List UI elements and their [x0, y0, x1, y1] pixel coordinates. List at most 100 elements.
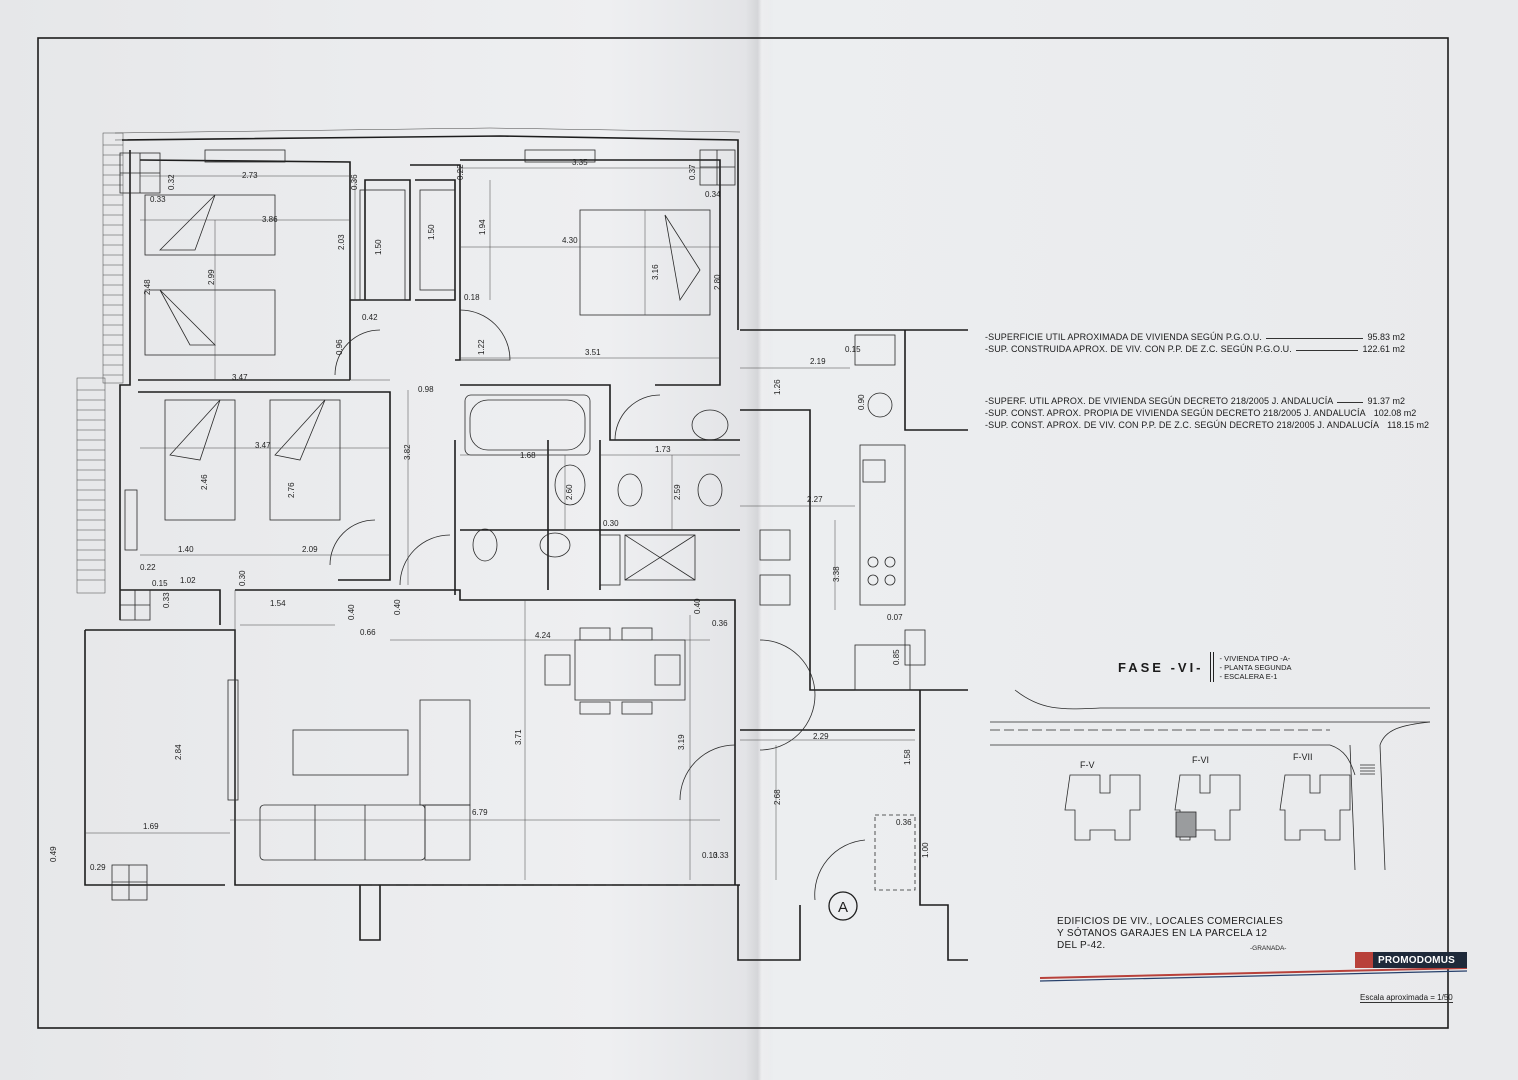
dim-label: 1.22	[477, 339, 486, 355]
dim-label: 0.32	[167, 174, 176, 190]
dim-label: 1.54	[270, 599, 286, 608]
area-value: 102.08 m2	[1373, 408, 1417, 418]
area-summary: -SUPERFICIE UTIL APROXIMADA DE VIVIENDA …	[985, 330, 1429, 430]
area-label: -SUP. CONST. APROX. DE VIV. CON P.P. DE …	[985, 420, 1380, 430]
dim-label: 1.40	[178, 545, 194, 554]
site-label-f-vii: F-VII	[1293, 752, 1313, 762]
dim-label: 2.29	[813, 732, 829, 741]
fase-line-type: - VIVIENDA TIPO -A-	[1219, 653, 1291, 663]
dim-label: 1.26	[773, 379, 782, 395]
fase-divider	[1209, 652, 1214, 682]
dim-label: 0.33	[150, 195, 166, 204]
leader-line	[1265, 338, 1364, 339]
dim-label: 1.02	[180, 576, 196, 585]
dim-label: 0.33	[713, 851, 729, 860]
scale-note: Escala aproximada = 1/50	[1360, 993, 1453, 1003]
dim-label: 2.84	[174, 744, 183, 760]
dim-label: 3.35	[572, 158, 588, 167]
site-label-f-vi: F-VI	[1192, 755, 1209, 765]
area-value: 122.61 m2	[1362, 344, 1405, 354]
living-furniture	[259, 529, 791, 861]
dim-label: 1.68	[520, 451, 536, 460]
dim-label: 0.30	[603, 519, 619, 528]
project-line-3: DEL P-42.	[1057, 940, 1106, 951]
dim-label: 0.15	[152, 579, 168, 588]
fase-details: - VIVIENDA TIPO -A- - PLANTA SEGUNDA - E…	[1220, 654, 1292, 681]
area-value: 118.15 m2	[1387, 420, 1430, 430]
dim-label: 2.48	[143, 279, 152, 295]
dim-label: 2.59	[673, 484, 682, 500]
dim-label: 1.00	[921, 842, 930, 858]
dim-label: 2.46	[200, 474, 209, 490]
dim-label: 0.34	[705, 190, 721, 199]
dim-label: 3.82	[403, 444, 412, 460]
exterior-walls	[84, 135, 968, 961]
dim-label: 2.60	[565, 484, 574, 500]
vertical-dimension-labels: 0.32 0.36 0.37 0.22 2.03 2.99 1.50 1.50 …	[49, 164, 930, 862]
bedroom-furniture	[144, 189, 711, 521]
dim-label: 0.36	[350, 174, 359, 190]
dim-label: 3.51	[585, 348, 601, 357]
project-city: -GRANADA-	[1250, 945, 1287, 952]
dim-label: 1.50	[374, 239, 383, 255]
dim-label: 0.42	[362, 313, 378, 322]
area-label: -SUPERFICIE UTIL APROXIMADA DE VIVIENDA …	[985, 332, 1262, 342]
dim-label: 0.22	[456, 164, 465, 180]
dim-label: 4.24	[535, 631, 551, 640]
dim-label: 0.22	[140, 563, 156, 572]
dim-label: 0.40	[693, 598, 702, 614]
paper-fold	[745, 0, 773, 1080]
brand-name: PROMODOMUS	[1378, 954, 1455, 966]
dim-label: 2.80	[713, 274, 722, 290]
area-row: -SUP. CONST. APROX. DE VIV. CON P.P. DE …	[985, 418, 1429, 430]
dim-label: 0.36	[712, 619, 728, 628]
site-label-f-v: F-V	[1080, 760, 1095, 770]
area-value: 95.83 m2	[1367, 332, 1405, 342]
area-row: -SUPERFICIE UTIL APROXIMADA DE VIVIENDA …	[985, 330, 1405, 342]
dim-label: 0.15	[845, 345, 861, 354]
area-row: -SUP. CONST. APROX. PROPIA DE VIVIENDA S…	[985, 406, 1416, 418]
dim-label: 0.85	[892, 649, 901, 665]
bath-fixtures	[464, 334, 926, 691]
dim-label: 6.79	[472, 808, 488, 817]
area-label: -SUP. CONSTRUIDA APROX. DE VIV. CON P.P.…	[985, 344, 1292, 354]
dim-label: 0.40	[393, 599, 402, 615]
dimension-labels: 2.73 3.35 0.33 0.34 3.86 4.30 0.42 0.18 …	[90, 158, 912, 872]
terrace-hatch	[76, 127, 741, 594]
dim-label: 3.16	[651, 264, 660, 280]
dimension-lines	[85, 167, 915, 880]
doors	[329, 309, 916, 901]
dim-label: 0.29	[90, 863, 106, 872]
unit-marker-circle	[828, 891, 858, 921]
windows	[111, 149, 736, 901]
logo-mark-icon	[1355, 952, 1373, 968]
dim-label: 0.96	[335, 339, 344, 355]
area-row: -SUP. CONSTRUIDA APROX. DE VIV. CON P.P.…	[985, 342, 1405, 354]
dim-label: 1.69	[143, 822, 159, 831]
dim-label: 2.76	[287, 482, 296, 498]
dim-label: 3.19	[677, 734, 686, 750]
dim-label: 3.38	[832, 566, 841, 582]
dim-label: 0.90	[857, 394, 866, 410]
dim-label: 0.36	[896, 818, 912, 827]
dim-label: 1.73	[655, 445, 671, 454]
area-label: -SUP. CONST. APROX. PROPIA DE VIVIENDA S…	[985, 408, 1366, 418]
dim-label: 2.09	[302, 545, 318, 554]
dim-label: 2.68	[773, 789, 782, 805]
brand-logo: PROMODOMUS	[1355, 952, 1467, 968]
dim-label: 2.03	[337, 234, 346, 250]
logo-stripe-red	[1039, 967, 1468, 979]
dim-label: 0.13	[702, 851, 718, 860]
logo-stripe-blue	[1039, 970, 1468, 982]
dim-label: 2.99	[207, 269, 216, 285]
area-row: -SUPERF. UTIL APROX. DE VIVIENDA SEGÚN D…	[985, 394, 1405, 406]
dim-label: 3.86	[262, 215, 278, 224]
dim-label: 0.37	[688, 164, 697, 180]
fase-title: FASE -VI-	[1118, 659, 1204, 675]
dim-label: 3.71	[514, 729, 523, 745]
dim-label: 4.30	[562, 236, 578, 245]
fase-block: FASE -VI- - VIVIENDA TIPO -A- - PLANTA S…	[1118, 652, 1292, 682]
dim-label: 0.30	[238, 570, 247, 586]
site-plan	[990, 689, 1431, 871]
